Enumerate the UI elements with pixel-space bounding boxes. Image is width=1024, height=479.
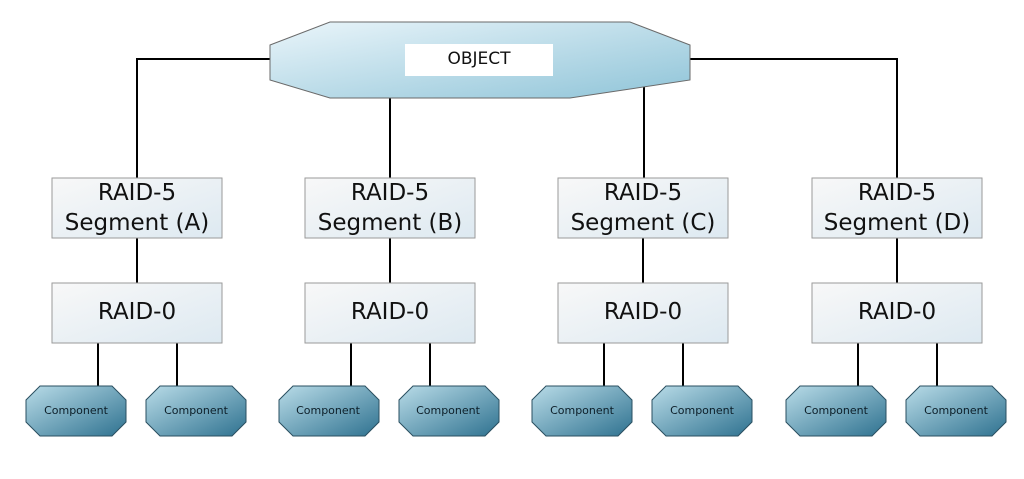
component-c1-label: Component bbox=[550, 404, 614, 417]
segment-d-line2: Segment (D) bbox=[823, 210, 971, 236]
segment-b-line2: Segment (B) bbox=[317, 210, 463, 236]
segment-c-title: RAID-5 Segment (C) bbox=[558, 178, 728, 238]
component-c2-label: Component bbox=[670, 404, 734, 417]
segment-b-box bbox=[304, 177, 476, 239]
component-c2-shape bbox=[651, 385, 753, 437]
component-a2-label: Component bbox=[164, 404, 228, 417]
raid0-d-label: RAID-0 bbox=[857, 299, 937, 325]
segment-d-line1: RAID-5 bbox=[857, 180, 937, 206]
component-a1-shape bbox=[25, 385, 127, 437]
raid0-b-label: RAID-0 bbox=[350, 299, 430, 325]
segment-c-box bbox=[557, 177, 729, 239]
connector-lines bbox=[97, 58, 938, 386]
segment-a-line1: RAID-5 bbox=[97, 180, 177, 206]
raid0-c-label: RAID-0 bbox=[603, 299, 683, 325]
raid0-c-box bbox=[557, 282, 729, 344]
component-d1-shape bbox=[785, 385, 887, 437]
segment-b-line1: RAID-5 bbox=[350, 180, 430, 206]
component-c1-shape bbox=[531, 385, 633, 437]
object-label: OBJECT bbox=[447, 49, 511, 69]
component-b2-label: Component bbox=[416, 404, 480, 417]
component-d2-shape bbox=[905, 385, 1007, 437]
segment-a-box bbox=[51, 177, 223, 239]
segment-d-title: RAID-5 Segment (D) bbox=[812, 178, 982, 238]
segment-b-title: RAID-5 Segment (B) bbox=[305, 178, 475, 238]
diagram-shapes bbox=[25, 21, 1007, 437]
segment-d-box bbox=[811, 177, 983, 239]
raid0-a-box bbox=[51, 282, 223, 344]
segment-c-line1: RAID-5 bbox=[603, 180, 683, 206]
component-b2-shape bbox=[398, 385, 500, 437]
component-d2-label: Component bbox=[924, 404, 988, 417]
component-a1-label: Component bbox=[44, 404, 108, 417]
connector-object-to-segment-a bbox=[136, 58, 270, 178]
connector-object-to-segment-d bbox=[690, 58, 898, 178]
segment-a-line2: Segment (A) bbox=[64, 210, 210, 236]
component-b1-label: Component bbox=[296, 404, 360, 417]
component-a2-shape bbox=[145, 385, 247, 437]
segment-c-line2: Segment (C) bbox=[570, 210, 716, 236]
component-d1-label: Component bbox=[804, 404, 868, 417]
raid0-d-box bbox=[811, 282, 983, 344]
component-b1-shape bbox=[278, 385, 380, 437]
raid0-a-label: RAID-0 bbox=[97, 299, 177, 325]
object-label-box bbox=[405, 44, 553, 76]
raid0-b-box bbox=[304, 282, 476, 344]
segment-a-title: RAID-5 Segment (A) bbox=[52, 178, 222, 238]
